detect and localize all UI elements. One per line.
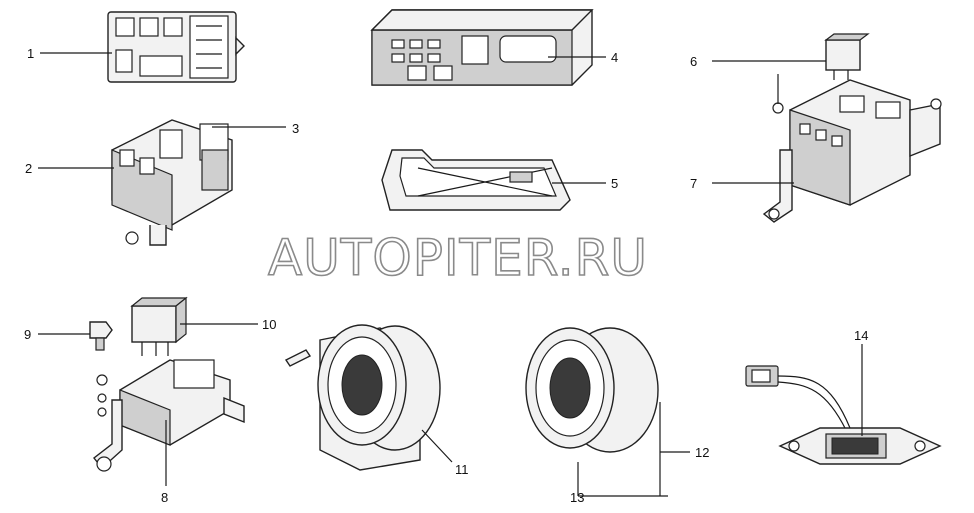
callout-10: 10 <box>262 317 276 332</box>
part-sensor-14 <box>745 365 942 465</box>
callout-numbers: 1 2 3 4 5 6 7 8 9 10 11 12 13 14 <box>24 46 868 505</box>
callout-4: 4 <box>611 50 618 65</box>
callout-12: 12 <box>695 445 709 460</box>
part-speaker-12 <box>525 327 659 453</box>
part-fuse-box-1 <box>107 11 245 83</box>
part-relay-6 <box>824 33 870 80</box>
part-speaker-11 <box>284 324 441 471</box>
callout-3: 3 <box>292 121 299 136</box>
part-relay-holder-8 <box>93 359 245 472</box>
leader-lines <box>38 52 863 497</box>
part-relay-block-2 <box>111 119 233 246</box>
part-fuse-9 <box>89 321 113 351</box>
part-relay-box-7 <box>762 74 942 223</box>
callout-11: 11 <box>455 462 469 477</box>
callout-14: 14 <box>854 328 868 343</box>
callout-7: 7 <box>690 176 697 191</box>
leader-11 <box>421 429 453 463</box>
callout-1: 1 <box>27 46 34 61</box>
callout-13: 13 <box>570 490 584 505</box>
callout-8: 8 <box>161 490 168 505</box>
part-fuse-box-cover-4 <box>370 9 594 86</box>
callout-9: 9 <box>24 327 31 342</box>
callout-5: 5 <box>611 176 618 191</box>
part-gasket-5 <box>381 149 571 211</box>
part-relay-10 <box>130 296 188 356</box>
callout-2: 2 <box>25 161 32 176</box>
watermark-text: AUTOPITER.RU <box>268 229 648 287</box>
callout-6: 6 <box>690 54 697 69</box>
